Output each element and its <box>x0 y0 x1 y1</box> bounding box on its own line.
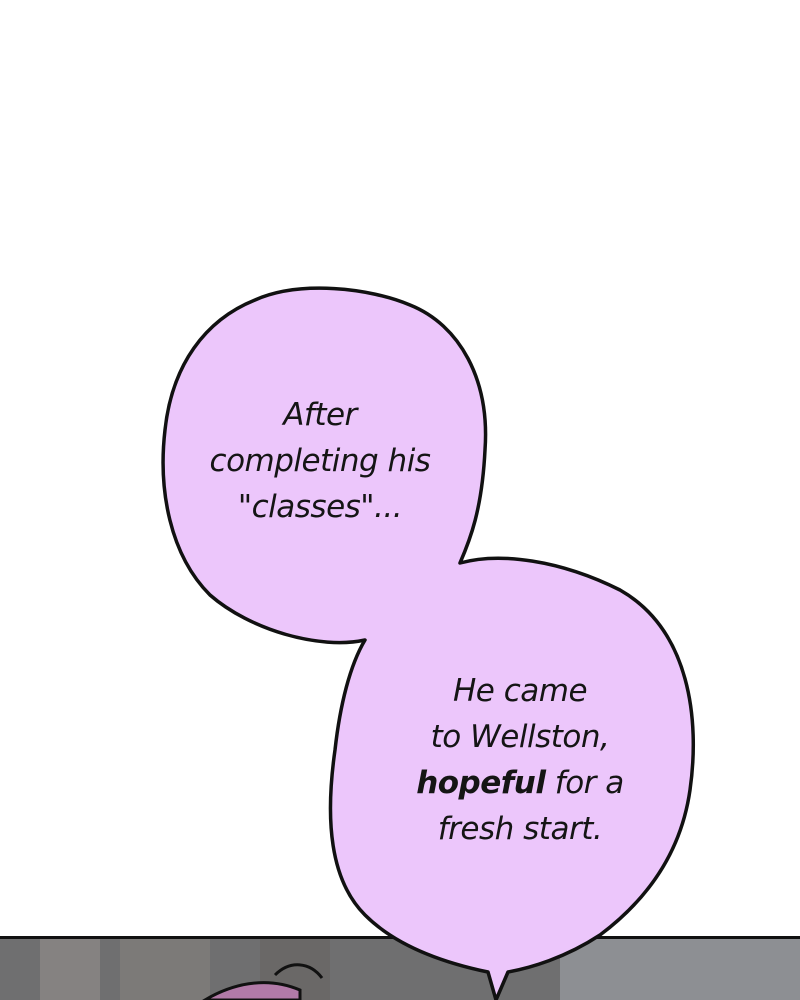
caption-line: completing his <box>209 443 431 479</box>
caption-lower: He came to Wellston, hopeful for a fresh… <box>370 668 670 852</box>
caption-upper: After completing his "classes"... <box>170 392 470 530</box>
hair-hint <box>273 963 324 979</box>
caption-line: After <box>283 397 357 433</box>
speech-bubble <box>161 286 696 1000</box>
caption-line: He came <box>452 673 588 709</box>
hair-hint <box>202 981 302 1000</box>
building-shape <box>120 939 210 1000</box>
caption-line: "classes"... <box>237 489 403 525</box>
emphasis-word: hopeful <box>416 765 546 801</box>
caption-line: to Wellston, <box>430 719 610 755</box>
building-shape <box>560 939 800 1000</box>
caption-line: fresh start. <box>437 811 603 847</box>
building-shape <box>40 939 100 1000</box>
caption-line: hopeful for a <box>370 760 670 806</box>
caption-fragment: for a <box>545 765 625 801</box>
